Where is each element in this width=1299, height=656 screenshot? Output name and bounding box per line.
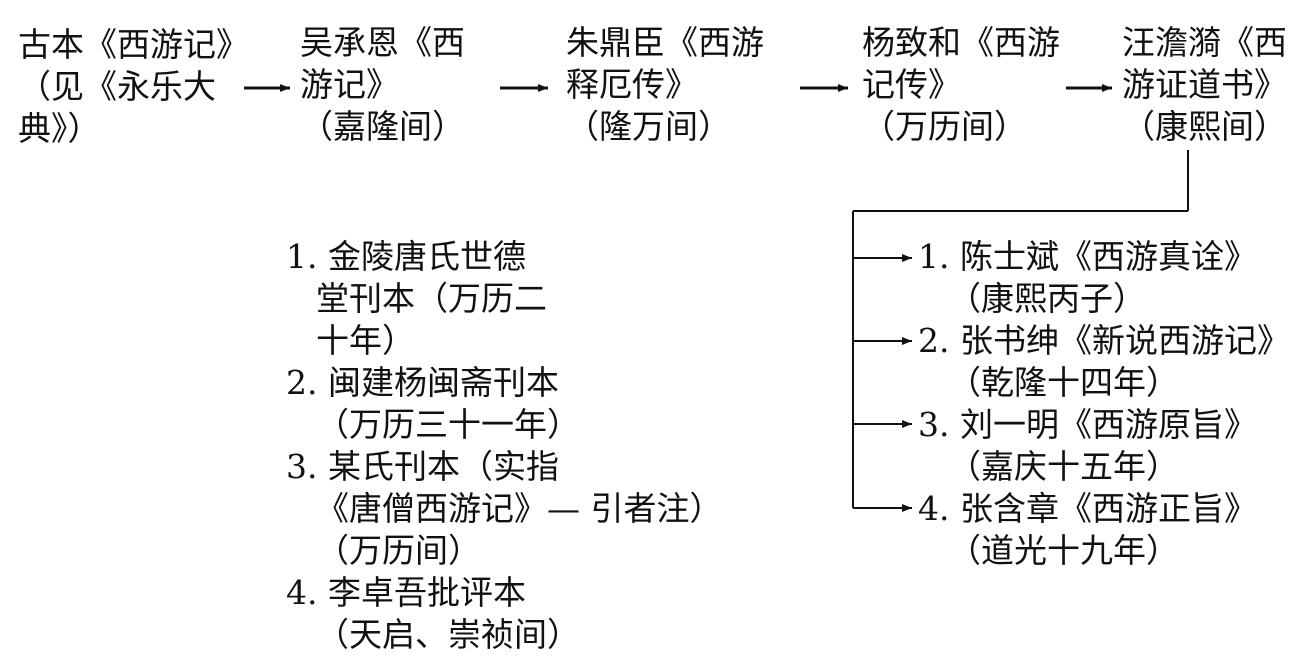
branch-line: 4. 张含章《西游正旨》 bbox=[918, 489, 1257, 528]
edition-3: 3. 某氏刊本（实指 《唐僧西游记》— 引者注） （万历间） bbox=[286, 446, 723, 572]
edition-line: 《唐僧西游记》— 引者注） bbox=[316, 489, 723, 528]
branch-line: （嘉庆十五年） bbox=[948, 447, 1179, 486]
edition-line: 十年） bbox=[316, 321, 415, 360]
branch-zhang-shushen: 2. 张书绅《新说西游记》 （乾隆十四年） bbox=[918, 320, 1290, 404]
edition-line: （万历三十一年） bbox=[316, 405, 580, 444]
edition-line: （万历间） bbox=[316, 531, 481, 570]
node-line: 汪澹漪《西 bbox=[1122, 23, 1287, 62]
edition-line: 4. 李卓吾批评本 bbox=[286, 573, 526, 612]
edition-1: 1. 金陵唐氏世德 堂刊本（万历二 十年） bbox=[286, 236, 547, 362]
node-line: （嘉隆间） bbox=[300, 107, 465, 146]
node-line: 游证道书》 bbox=[1122, 65, 1287, 104]
node-line: 游记》 bbox=[300, 65, 399, 104]
edition-line: 2. 闽建杨闽斋刊本 bbox=[286, 363, 559, 402]
edition-line: 1. 金陵唐氏世德 bbox=[286, 237, 526, 276]
branch-line: （道光十九年） bbox=[948, 531, 1179, 570]
node-line: （隆万间） bbox=[566, 107, 731, 146]
node-line: 典》） bbox=[18, 109, 101, 148]
edition-line: （天启、崇祯间） bbox=[316, 615, 580, 654]
node-line: 释厄传》 bbox=[566, 65, 698, 104]
node-line: （万历间） bbox=[862, 107, 1027, 146]
branch-liu-yiming: 3. 刘一明《西游原旨》 （嘉庆十五年） bbox=[918, 404, 1257, 488]
node-line: （见《永乐大 bbox=[18, 67, 216, 106]
node-line: 记传》 bbox=[862, 65, 961, 104]
node-line: 吴承恩《西 bbox=[300, 23, 465, 62]
node-line: （康熙间） bbox=[1122, 107, 1287, 146]
edition-line: 堂刊本（万历二 bbox=[316, 279, 547, 318]
node-line: 古本《西游记》 bbox=[18, 25, 249, 64]
node-wang-danyi: 汪澹漪《西 游证道书》 （康熙间） bbox=[1122, 22, 1287, 148]
branch-line: （乾隆十四年） bbox=[948, 363, 1179, 402]
branch-line: 2. 张书绅《新说西游记》 bbox=[918, 321, 1290, 360]
node-line: 朱鼎臣《西游 bbox=[566, 23, 764, 62]
branch-line: （康熙丙子） bbox=[948, 279, 1146, 318]
node-line: 杨致和《西游 bbox=[862, 23, 1060, 62]
branch-line: 3. 刘一明《西游原旨》 bbox=[918, 405, 1257, 444]
node-yang-zhihe: 杨致和《西游 记传》 （万历间） bbox=[862, 22, 1060, 148]
edition-line: 3. 某氏刊本（实指 bbox=[286, 447, 559, 486]
branch-zhang-hanzhang: 4. 张含章《西游正旨》 （道光十九年） bbox=[918, 488, 1257, 572]
branch-chen-shibin: 1. 陈士斌《西游真诠》 （康熙丙子） bbox=[918, 236, 1257, 320]
edition-2: 2. 闽建杨闽斋刊本 （万历三十一年） bbox=[286, 362, 580, 446]
node-guben-xiyouji: 古本《西游记》 （见《永乐大 典》） bbox=[18, 24, 249, 150]
node-wu-chengen: 吴承恩《西 游记》 （嘉隆间） bbox=[300, 22, 465, 148]
branch-line: 1. 陈士斌《西游真诠》 bbox=[918, 237, 1257, 276]
edition-4: 4. 李卓吾批评本 （天启、崇祯间） bbox=[286, 572, 580, 656]
node-zhu-dingchen: 朱鼎臣《西游 释厄传》 （隆万间） bbox=[566, 22, 764, 148]
